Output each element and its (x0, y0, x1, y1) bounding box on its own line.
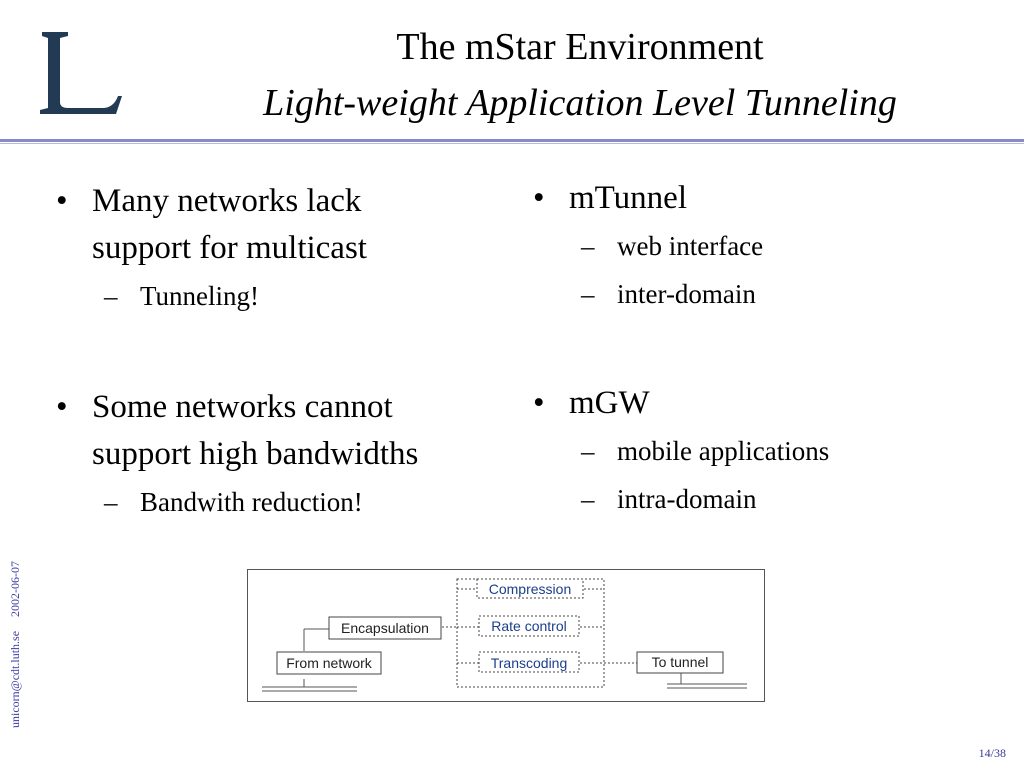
title-rule-thin (0, 143, 1024, 144)
sub-bullet-item: – Bandwith reduction! (104, 478, 516, 526)
bullet-item: • Many networks lack support for multica… (56, 178, 516, 272)
sub-bullet-text: Tunneling! (140, 281, 260, 311)
from-network-label: From network (286, 655, 373, 671)
dash-icon: – (104, 281, 118, 311)
bullet-item: • mTunnel (533, 175, 993, 222)
bullet-text-line: support for multicast (92, 230, 367, 266)
page-number: 14/38 (978, 746, 1006, 760)
encapsulation-label: Encapsulation (341, 620, 429, 636)
rate-control-label: Rate control (491, 618, 566, 634)
sub-bullet-text: web interface (617, 231, 764, 261)
sub-bullet-text: inter-domain (617, 279, 756, 309)
svg-text:unicorn@cdt.luth.se2002-06-07: unicorn@cdt.luth.se 2002-06-07 (8, 561, 22, 728)
sub-bullet-text: Bandwith reduction! (140, 487, 363, 517)
transcoding-label: Transcoding (491, 655, 568, 671)
to-tunnel-box: To tunnel (636, 651, 724, 674)
encapsulation-box: Encapsulation (328, 616, 442, 640)
dash-icon: – (581, 484, 595, 514)
rate-control-box: Rate control (478, 615, 580, 637)
compression-label: Compression (489, 581, 571, 597)
right-column: • mTunnel – web interface – inter-domain… (533, 175, 993, 523)
from-network-box: From network (276, 651, 382, 675)
sub-bullet-item: – mobile applications (581, 427, 993, 475)
author-email: unicorn@cdt.luth.se (8, 631, 22, 728)
dash-icon: – (581, 279, 595, 309)
dash-icon: – (581, 231, 595, 261)
sub-bullet-text: mobile applications (617, 436, 830, 466)
bullet-text: mGW (569, 385, 650, 421)
bullet-item: • mGW (533, 380, 993, 427)
dash-icon: – (104, 487, 118, 517)
sub-bullet-item: – inter-domain (581, 270, 993, 318)
bullet-icon: • (533, 180, 545, 216)
sub-bullet-text: intra-domain (617, 484, 757, 514)
tunnel-diagram: From network Encapsulation Compression R… (247, 569, 765, 702)
bullet-text-line: Many networks lack (92, 183, 362, 219)
sub-bullet-item: – Tunneling! (104, 272, 516, 320)
slide-title: The mStar Environment (396, 26, 764, 68)
bullet-icon: • (56, 389, 68, 425)
bullet-icon: • (56, 183, 68, 219)
slide-date: 2002-06-07 (8, 561, 22, 617)
transcoding-box: Transcoding (478, 651, 580, 673)
slide-subtitle: Light-weight Application Level Tunneling (263, 82, 897, 124)
bullet-text-line: Some networks cannot (92, 389, 393, 425)
to-tunnel-label: To tunnel (652, 654, 709, 670)
university-logo (40, 32, 122, 114)
footer-side-text: unicorn@cdt.luth.se 2002-06-07 (8, 561, 22, 728)
bullet-text: mTunnel (569, 180, 687, 216)
bullet-item: • Some networks cannot support high band… (56, 384, 516, 478)
left-column: • Many networks lack support for multica… (56, 178, 516, 526)
compression-box: Compression (476, 578, 584, 599)
bullet-icon: • (533, 385, 545, 421)
bullet-text-line: support high bandwidths (92, 436, 419, 472)
dash-icon: – (581, 436, 595, 466)
sub-bullet-item: – web interface (581, 222, 993, 270)
sub-bullet-item: – intra-domain (581, 475, 993, 523)
title-rule (0, 139, 1024, 142)
